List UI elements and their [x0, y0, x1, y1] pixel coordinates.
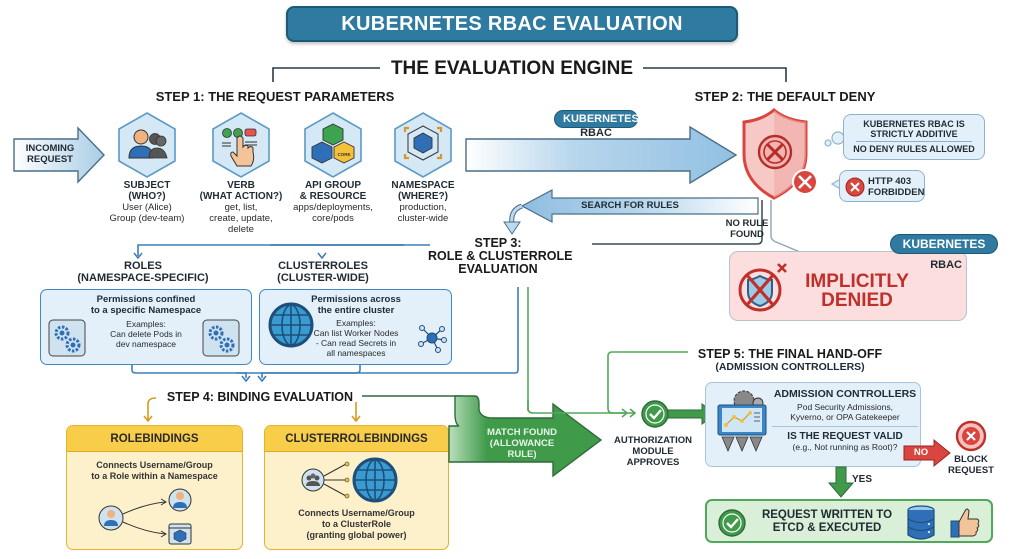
rolebindings-title: ROLEBINDINGS: [67, 426, 242, 452]
http-403-bubble: HTTP 403 FORBIDDEN: [839, 170, 925, 202]
block-x-icon: [955, 420, 987, 452]
gears-icon: [48, 319, 86, 357]
final-line-1: REQUEST WRITTEN TO: [761, 509, 893, 521]
gears-icon: [202, 319, 240, 357]
no-arrow: [903, 438, 951, 468]
param-api-group: API GROUP & RESOURCE apps/deployments, c…: [293, 180, 373, 224]
block-request-label: BLOCK REQUEST: [948, 454, 994, 476]
network-node-icon: [418, 325, 447, 353]
clusterrolebindings-box: CLUSTERROLEBINDINGS Connects Username/Gr…: [264, 425, 449, 550]
no-label: NO: [913, 447, 929, 458]
step5-title: STEP 5: THE FINAL HAND-OFF: [697, 347, 883, 361]
rbac-label: RBAC: [580, 127, 612, 139]
forbidden-x-icon: [845, 177, 865, 197]
users-icon: [118, 112, 176, 178]
roles-title: ROLES (NAMESPACE-SPECIFIC): [77, 260, 209, 284]
yes-label: YES: [852, 474, 873, 485]
denied-line-2: DENIED: [821, 290, 893, 311]
success-check-icon: [718, 509, 746, 537]
admission-controllers-box: ADMISSION CONTROLLERS Pod Security Admis…: [705, 382, 921, 467]
denied-rbac-label: RBAC: [930, 259, 962, 271]
deny-shield-icon: [742, 108, 818, 200]
step1-title: STEP 1: THE REQUEST PARAMETERS: [155, 89, 395, 104]
param-verb: VERB (WHAT ACTION?) get, list, create, u…: [199, 180, 283, 235]
hand-pointer-icon: [212, 112, 270, 178]
rolebindings-box: ROLEBINDINGS Connects Username/Group to …: [66, 425, 243, 550]
step5-subtitle: (ADMISSION CONTROLLERS): [715, 361, 865, 373]
incoming-label-1: INCOMING: [25, 143, 75, 154]
thumbs-up-icon: [950, 508, 980, 538]
param-subject: SUBJECT (WHO?) User (Alice) Group (dev-t…: [109, 180, 185, 224]
match-found-arrow: [448, 395, 603, 478]
no-rule-found-label: NO RULE FOUND: [725, 218, 769, 240]
rbac-pill: KUBERNETES: [554, 110, 639, 128]
clusterrolebindings-title: CLUSTERROLEBINDINGS: [265, 426, 448, 452]
group-to-globe-icon: [301, 457, 398, 503]
authorization-approves-label: AUTHORIZATION MODULE APPROVES: [614, 435, 692, 468]
yes-arrow: [827, 466, 855, 498]
search-for-rules-label: SEARCH FOR RULES: [581, 200, 679, 211]
core-badge: CORE: [337, 152, 350, 157]
incoming-request-arrow: [13, 126, 105, 184]
denied-shield-icon: [738, 263, 787, 312]
implicitly-denied-box: IMPLICITLY DENIED RBAC: [729, 251, 967, 321]
cubes-icon: CORE: [304, 112, 362, 178]
step2-title: STEP 2: THE DEFAULT DENY: [694, 89, 876, 104]
globe-icon: [268, 302, 314, 348]
incoming-label-2: REQUEST: [27, 154, 73, 165]
additive-thought-bubble: KUBERNETES RBAC IS STRICTLY ADDITIVE NO …: [843, 114, 985, 160]
final-executed-box: REQUEST WRITTEN TO ETCD & EXECUTED: [705, 499, 993, 543]
roles-box: Permissions confined to a specific Names…: [40, 289, 252, 365]
forbidden-line-2: FORBIDDEN: [868, 187, 925, 198]
database-icon: [907, 505, 935, 540]
match-found-label: MATCH FOUND (ALLOWANCE RULE): [486, 427, 557, 460]
clusterroles-title: CLUSTERROLES (CLUSTER-WIDE): [277, 260, 369, 284]
clusterroles-box: Permissions across the entire cluster Ex…: [259, 289, 452, 365]
namespace-cube-icon: [394, 112, 452, 178]
main-title: KUBERNETES RBAC EVALUATION WORKFLOW: [286, 6, 738, 67]
engine-title: THE EVALUATION ENGINE: [390, 58, 634, 79]
user-to-role-icon: [98, 488, 192, 545]
search-for-rules-arrow: [503, 189, 759, 235]
denied-line-1: IMPLICITLY: [805, 271, 909, 292]
step3-title: STEP 3: ROLE & CLUSTERROLE EVALUATION: [428, 236, 573, 276]
final-line-2: ETCD & EXECUTED: [772, 522, 882, 534]
approve-check-icon: [641, 400, 717, 428]
forbidden-line-1: HTTP 403: [868, 176, 912, 187]
denied-kubernetes-pill: KUBERNETES: [890, 234, 998, 254]
rbac-flow-arrow: [465, 125, 738, 185]
step4-title: STEP 4: BINDING EVALUATION: [166, 390, 354, 404]
param-namespace: NAMESPACE (WHERE?) production, cluster-w…: [391, 180, 455, 224]
admission-dashboard-icon: [717, 390, 767, 453]
